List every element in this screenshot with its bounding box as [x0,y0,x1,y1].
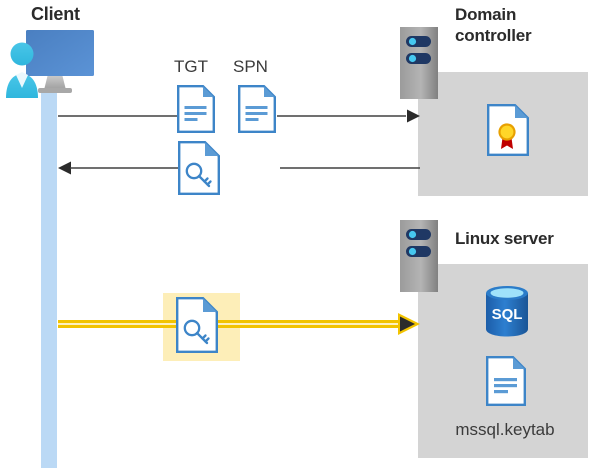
service-ticket-key-document-icon [176,297,218,353]
sql-label: SQL [492,306,523,323]
tgt-label: TGT [174,57,208,76]
domain-controller-server-rack-icon [400,27,438,99]
linux-server-rack-icon [400,220,438,292]
flow-service-ticket-arrow [58,313,420,335]
domain-controller-title-line1: Domain [455,5,517,24]
user-computer-icon [4,28,96,98]
spn-document-icon [238,85,276,133]
response-key-document-icon [178,141,220,195]
flow-request-arrow [58,105,420,127]
keytab-document-icon [486,356,526,406]
sql-database-icon: SQL [483,285,531,337]
linux-server-title: Linux server [455,229,554,248]
tgt-document-icon [177,85,215,133]
client-title: Client [31,4,80,24]
certificate-document-icon [487,104,529,156]
flow-response-arrow [58,157,420,179]
keytab-filename-label: mssql.keytab [455,420,555,439]
domain-controller-title: Domain controller [455,4,595,46]
spn-label: SPN [233,57,268,76]
client-lifeline [41,88,57,468]
domain-controller-title-line2: controller [455,26,532,45]
